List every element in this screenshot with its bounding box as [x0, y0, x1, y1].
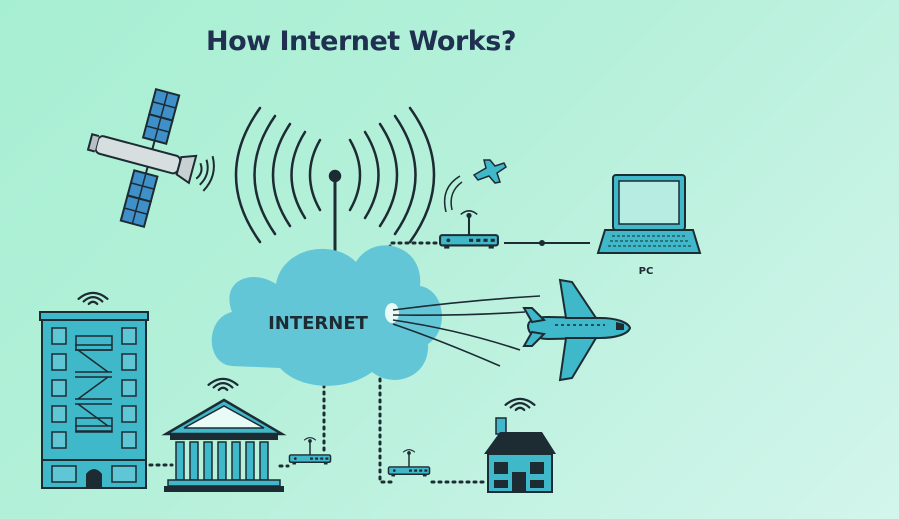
cloud-to-house-router-line: [378, 370, 394, 484]
cloud-label: INTERNET: [268, 313, 369, 334]
satellite-icon: [86, 87, 215, 229]
laptop-icon: [596, 174, 702, 254]
apartment-building-icon: [39, 291, 149, 489]
pc-label: PC: [639, 266, 654, 277]
airplane-icon: [522, 278, 632, 382]
router-icon-top: [439, 159, 507, 250]
house-icon: [484, 397, 556, 493]
wifi-signal-icon: [207, 377, 239, 392]
broadcast-tower-icon: [234, 106, 436, 252]
diagram-title: How Internet Works?: [205, 26, 517, 57]
speed-lines: [392, 295, 541, 367]
small-airplane-icon: [472, 159, 507, 184]
wifi-signal-icon: [77, 291, 109, 306]
cloud-icon: INTERNET: [211, 245, 442, 386]
router-icon-house: [387, 448, 431, 478]
wifi-signal-icon: [504, 397, 536, 412]
bank-icon: [161, 377, 287, 492]
router-to-pc-line: [504, 240, 590, 246]
